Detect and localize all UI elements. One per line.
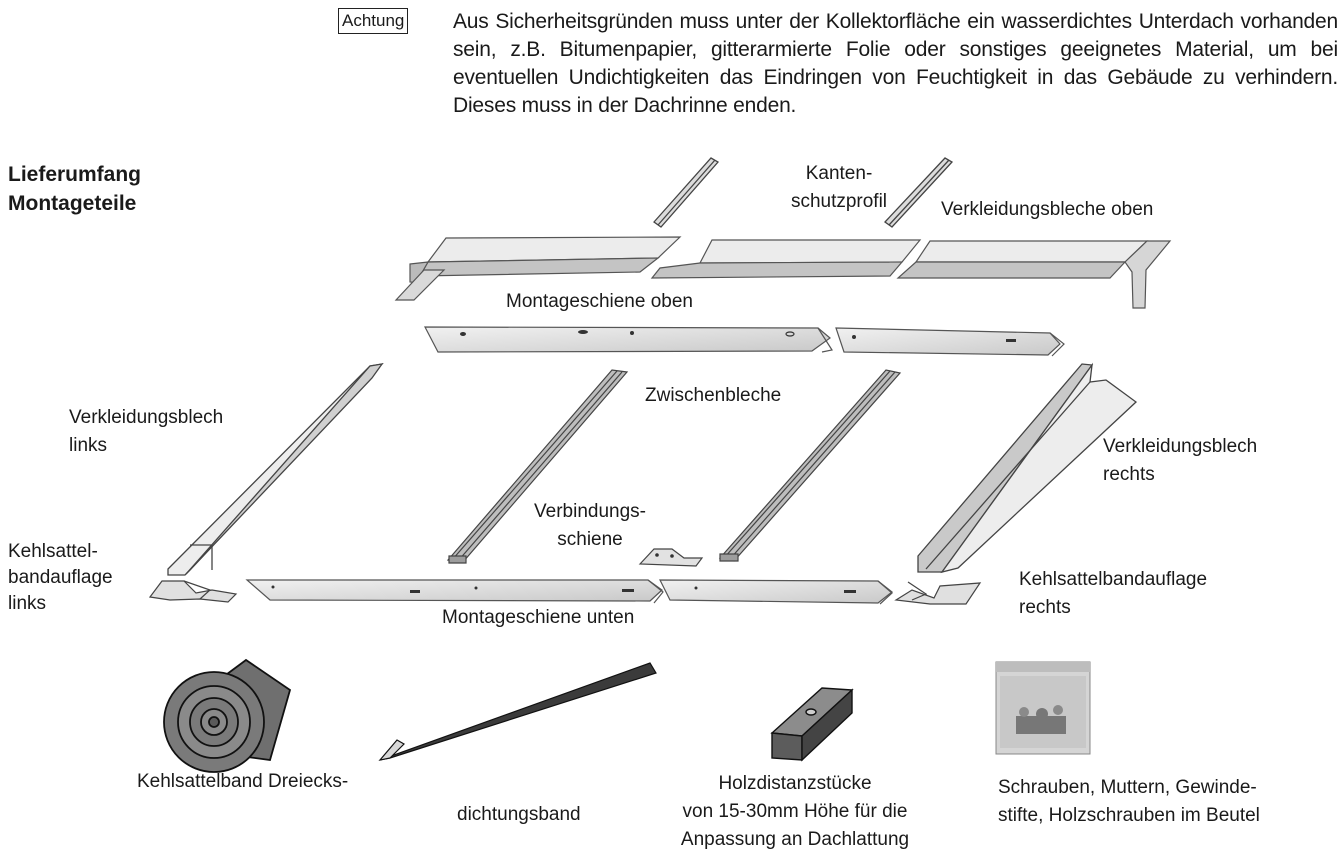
label-sealing-tape: dichtungsband [457, 804, 581, 825]
label-connector-rail-line-2: schiene [557, 529, 623, 550]
valley-support-right [894, 581, 982, 605]
label-side-cover-left: Verkleidungsblech links [69, 406, 223, 458]
triangular-sealing-tape [378, 662, 657, 761]
side-cover-right [917, 362, 1138, 574]
label-wood-spacers: Holzdistanzstücke von 15-30mm Höhe für d… [650, 772, 940, 852]
top-cover-sheet-middle [650, 239, 922, 279]
label-side-cover-right-line-1: Verkleidungsblech [1103, 436, 1258, 457]
wood-spacer-block [770, 687, 854, 762]
side-cover-left [167, 363, 384, 576]
screw-bag [995, 661, 1091, 755]
label-wood-spacers-line-1: Holzdistanzstücke [718, 773, 872, 794]
edge-profile-left [653, 157, 720, 228]
bottom-mounting-rail [245, 579, 893, 605]
notice-tag: Achtung [338, 8, 409, 34]
label-top-rail: Montageschiene oben [506, 291, 693, 312]
edge-profile-right [884, 157, 954, 228]
label-valley-tape: Kehlsattelband Dreiecks- [137, 771, 349, 792]
label-valley-support-right-line-1: Kehlsattelbandauflage [1019, 569, 1208, 590]
top-cover-sheet-left [394, 236, 682, 301]
intermediate-sheet-left [446, 369, 629, 564]
connector-rail [638, 548, 704, 567]
valley-tape-roll [163, 658, 292, 773]
label-wood-spacers-line-2: von 15-30mm Höhe für die [682, 801, 908, 822]
label-side-cover-right: Verkleidungsblech rechts [1103, 435, 1257, 487]
top-cover-sheet-right [896, 240, 1172, 309]
intermediate-sheet-right [718, 369, 902, 562]
label-side-cover-left-line-2: links [69, 435, 108, 456]
label-bottom-rail: Montageschiene unten [442, 607, 635, 628]
label-valley-support-left-line-1: Kehlsattel- [8, 541, 98, 562]
section-heading: Lieferumfang Montageteile [8, 160, 141, 218]
label-valley-support-left-line-2: bandauflage [8, 567, 113, 588]
label-valley-support-right: Kehlsattelbandauflage rechts [1019, 568, 1207, 620]
heading-line-1: Lieferumfang [8, 163, 142, 186]
valley-support-left [148, 580, 238, 603]
label-screws: Schrauben, Muttern, Gewinde- stifte, Hol… [998, 776, 1260, 828]
label-intermediate-sheets: Zwischenbleche [645, 385, 782, 406]
label-edge-profile-line-2: schutzprofil [790, 191, 888, 212]
heading-line-2: Montageteile [8, 192, 137, 215]
label-connector-rail: Verbindungs- schiene [520, 500, 660, 552]
label-valley-support-right-line-2: rechts [1019, 597, 1071, 618]
label-screws-line-2: stifte, Holzschrauben im Beutel [998, 805, 1260, 826]
label-connector-rail-line-1: Verbindungs- [534, 501, 646, 522]
label-top-covers: Verkleidungsbleche oben [941, 199, 1154, 220]
label-edge-profile: Kanten- schutzprofil [764, 162, 914, 214]
label-screws-line-1: Schrauben, Muttern, Gewinde- [998, 777, 1257, 798]
label-wood-spacers-line-3: Anpassung an Dachlattung [680, 829, 910, 850]
label-valley-support-left: Kehlsattel- bandauflage links [8, 541, 113, 615]
top-mounting-rail [424, 326, 1065, 357]
notice-text: Aus Sicherheitsgründen muss unter der Ko… [453, 10, 1338, 117]
label-edge-profile-line-1: Kanten- [805, 163, 873, 184]
label-side-cover-right-line-2: rechts [1103, 464, 1155, 485]
label-side-cover-left-line-1: Verkleidungsblech [69, 407, 224, 428]
label-valley-support-left-line-3: links [8, 593, 47, 614]
